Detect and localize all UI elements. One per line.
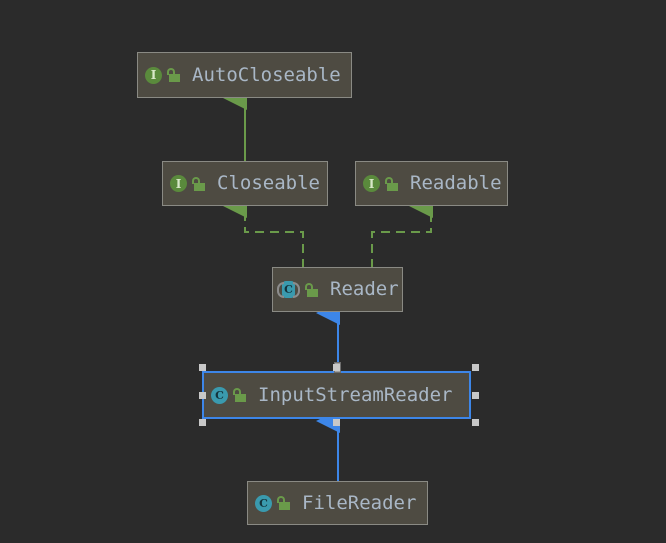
class-icon: C: [255, 494, 272, 512]
node-autocloseable[interactable]: I AutoCloseable: [137, 52, 352, 98]
node-label: Readable: [410, 172, 502, 194]
public-lock-icon: [277, 496, 290, 510]
public-lock-icon: [385, 176, 398, 191]
interface-icon: I: [170, 175, 187, 192]
interface-icon: I: [145, 66, 162, 84]
public-lock-icon: [167, 68, 180, 82]
edge-reader-readable: [371, 194, 433, 268]
node-reader[interactable]: C Reader: [272, 267, 403, 312]
node-inputstreamreader[interactable]: C InputStreamReader: [202, 371, 471, 419]
interface-icon: I: [363, 175, 380, 192]
node-label: FileReader: [302, 491, 417, 514]
public-lock-icon: [305, 282, 318, 297]
edge-reader-closeable: [223, 194, 304, 268]
selection-handle-top-center[interactable]: [333, 364, 340, 371]
selection-handle-bottom-right[interactable]: [472, 419, 479, 426]
node-label: Reader: [330, 278, 399, 300]
public-lock-icon: [233, 388, 246, 402]
node-readable[interactable]: I Readable: [355, 161, 508, 206]
abstract-class-icon: C: [277, 281, 300, 299]
selection-handle-bottom-center[interactable]: [333, 419, 340, 426]
selection-handle-middle-right[interactable]: [472, 392, 479, 399]
selection-handle-top-left[interactable]: [199, 364, 206, 371]
node-label: Closeable: [217, 172, 320, 194]
selection-handle-top-right[interactable]: [472, 364, 479, 371]
node-filereader[interactable]: C FileReader: [247, 481, 428, 525]
node-label: InputStreamReader: [258, 383, 453, 406]
node-label: AutoCloseable: [192, 63, 341, 86]
public-lock-icon: [192, 176, 205, 191]
node-closeable[interactable]: I Closeable: [162, 161, 328, 206]
class-icon: C: [211, 386, 228, 404]
selection-handle-middle-left[interactable]: [199, 392, 206, 399]
selection-handle-bottom-left[interactable]: [199, 419, 206, 426]
